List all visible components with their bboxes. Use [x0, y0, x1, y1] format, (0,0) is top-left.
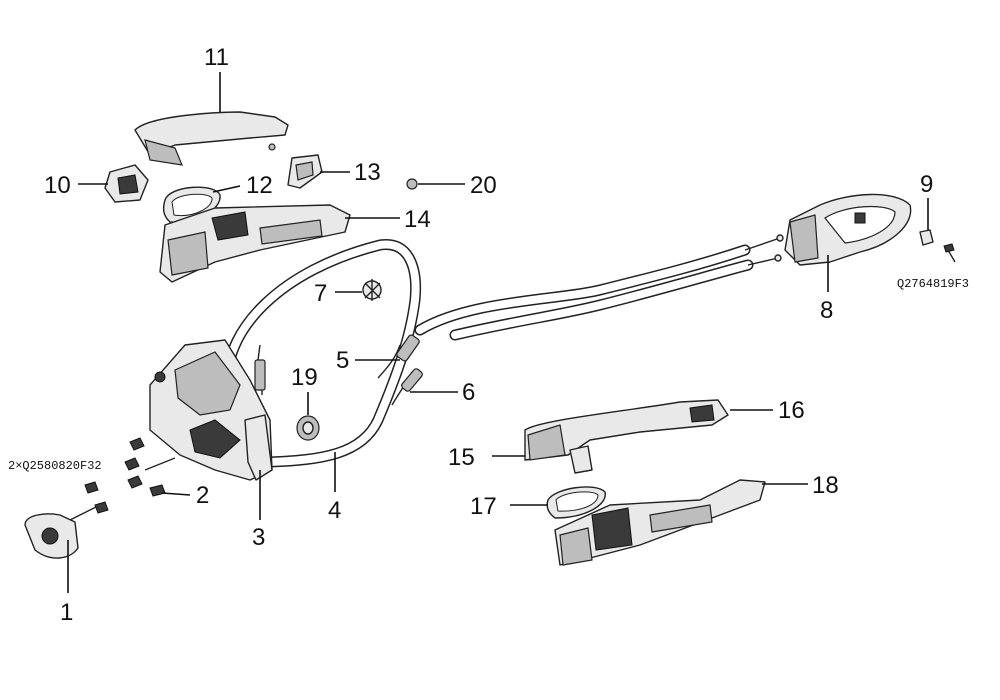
- cable-clip: [362, 279, 382, 301]
- lower-handle-frame: [554, 479, 766, 566]
- callout-3: 3: [252, 524, 265, 551]
- cap-cover: [287, 154, 323, 189]
- callout-13: 13: [354, 159, 381, 186]
- callout-8: 8: [820, 297, 833, 324]
- callout-9: 9: [920, 171, 933, 198]
- leader-lines: [67, 72, 929, 593]
- callout-5: 5: [336, 347, 349, 374]
- bolt-part-code: Q2764819F3: [897, 277, 969, 291]
- inner-handle: [784, 193, 912, 266]
- callout-20: 20: [470, 172, 497, 199]
- grommet: [296, 415, 320, 441]
- lock-cylinder-plate: [24, 481, 109, 559]
- door-latch: [149, 339, 273, 481]
- callout-16: 16: [778, 397, 805, 424]
- handle-frame: [159, 204, 351, 283]
- callout-10: 10: [44, 172, 71, 199]
- upper-outer-handle: [104, 111, 289, 203]
- callout-2: 2: [196, 482, 209, 509]
- callout-19: 19: [291, 364, 318, 391]
- screw-part-code: 2×Q2580820F32: [8, 459, 102, 473]
- callout-6: 6: [462, 379, 475, 406]
- callout-12: 12: [246, 172, 273, 199]
- callout-17: 17: [470, 493, 497, 520]
- callout-18: 18: [812, 472, 839, 499]
- lower-outer-handle: [524, 399, 729, 474]
- callout-14: 14: [404, 206, 431, 233]
- callout-11: 11: [204, 44, 229, 71]
- callout-15: 15: [448, 444, 475, 471]
- callout-7: 7: [314, 280, 327, 307]
- plug-20: [406, 178, 418, 190]
- bolt-9: [919, 229, 956, 263]
- callout-4: 4: [328, 497, 341, 524]
- latch-screws: [124, 437, 176, 497]
- callout-1: 1: [60, 599, 73, 626]
- lower-gasket: [546, 486, 606, 519]
